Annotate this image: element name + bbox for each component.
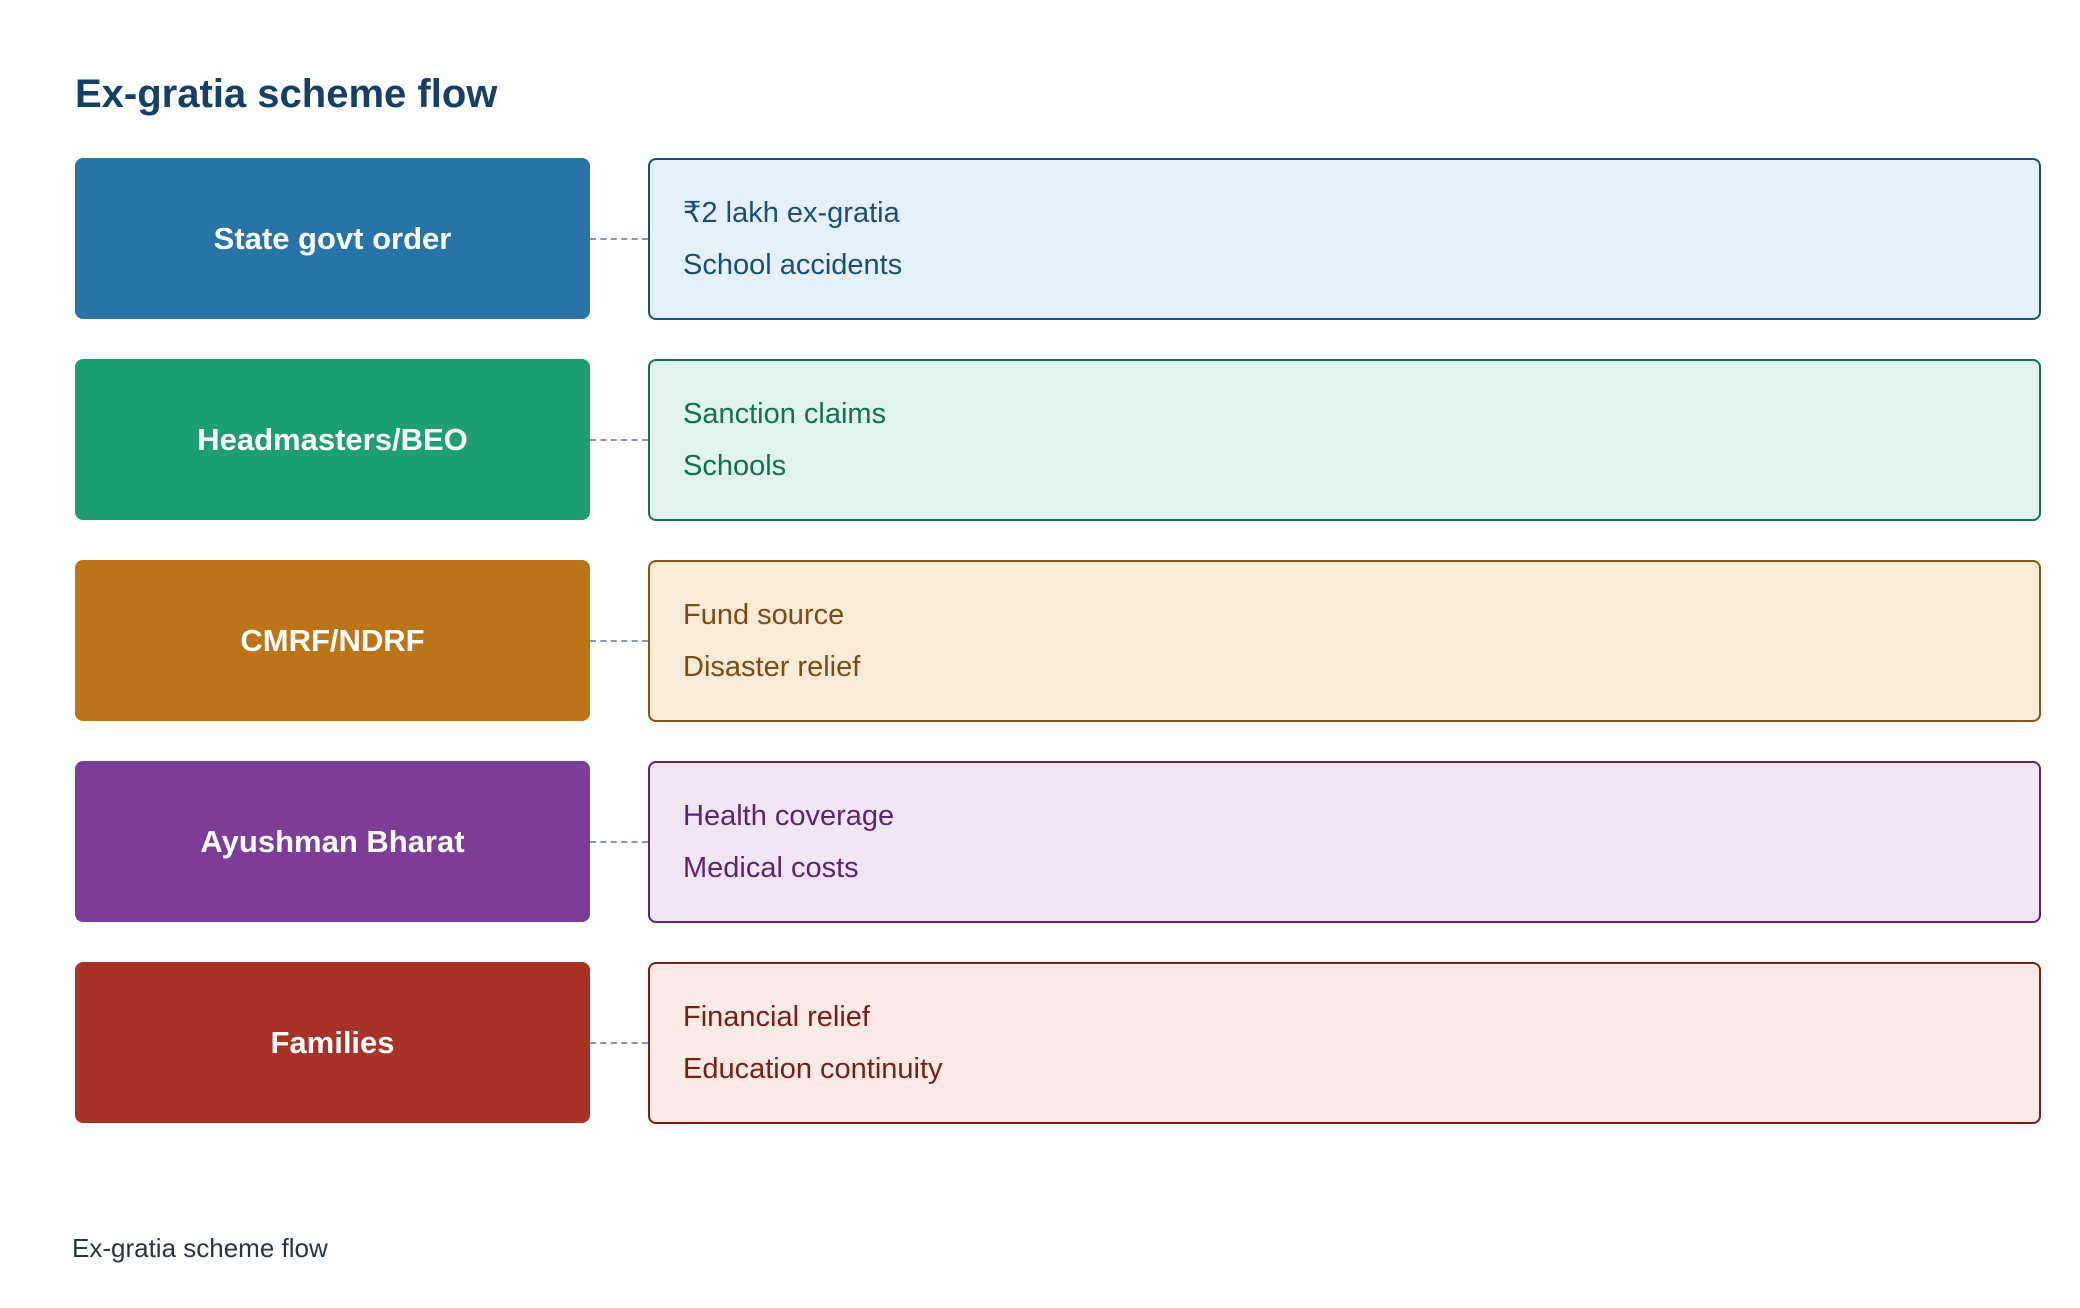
- detail-box: Financial relief Education continuity: [648, 962, 2041, 1124]
- detail-line: School accidents: [683, 249, 903, 281]
- flow-row: State govt order ₹2 lakh ex-gratia Schoo…: [75, 158, 2041, 321]
- detail-line: Disaster relief: [683, 651, 861, 683]
- detail-box: Fund source Disaster relief: [648, 560, 2041, 722]
- dashed-connector: [590, 1042, 648, 1044]
- detail-line: Education continuity: [683, 1053, 943, 1085]
- stage-box: Ayushman Bharat: [75, 761, 590, 922]
- flow-row: Families Financial relief Education cont…: [75, 962, 2041, 1125]
- flow-row: Ayushman Bharat Health coverage Medical …: [75, 761, 2041, 924]
- stage-label: State govt order: [213, 220, 452, 256]
- detail-line: Financial relief: [683, 1001, 870, 1033]
- stage-label: Headmasters/BEO: [197, 421, 468, 457]
- flow-row: Headmasters/BEO Sanction claims Schools: [75, 359, 2041, 522]
- stage-box: State govt order: [75, 158, 590, 319]
- detail-line: Sanction claims: [683, 398, 887, 430]
- stage-box: Headmasters/BEO: [75, 359, 590, 520]
- detail-line: Schools: [683, 450, 787, 482]
- detail-line: ₹2 lakh ex-gratia: [683, 197, 900, 229]
- detail-line: Health coverage: [683, 800, 895, 832]
- flow-rows: State govt order ₹2 lakh ex-gratia Schoo…: [75, 158, 2041, 1163]
- detail-line: Fund source: [683, 599, 845, 631]
- detail-line: Medical costs: [683, 852, 859, 884]
- stage-label: Families: [270, 1024, 395, 1060]
- detail-box: ₹2 lakh ex-gratia School accidents: [648, 158, 2041, 320]
- dashed-connector: [590, 439, 648, 441]
- diagram-title: Ex-gratia scheme flow: [75, 72, 498, 116]
- flow-row: CMRF/NDRF Fund source Disaster relief: [75, 560, 2041, 723]
- dashed-connector: [590, 640, 648, 642]
- dashed-connector: [590, 841, 648, 843]
- detail-box: Sanction claims Schools: [648, 359, 2041, 521]
- figure-caption: Ex-gratia scheme flow: [72, 1233, 328, 1263]
- stage-label: Ayushman Bharat: [200, 823, 465, 859]
- stage-box: CMRF/NDRF: [75, 560, 590, 721]
- stage-label: CMRF/NDRF: [240, 622, 425, 658]
- dashed-connector: [590, 238, 648, 240]
- detail-box: Health coverage Medical costs: [648, 761, 2041, 923]
- stage-box: Families: [75, 962, 590, 1123]
